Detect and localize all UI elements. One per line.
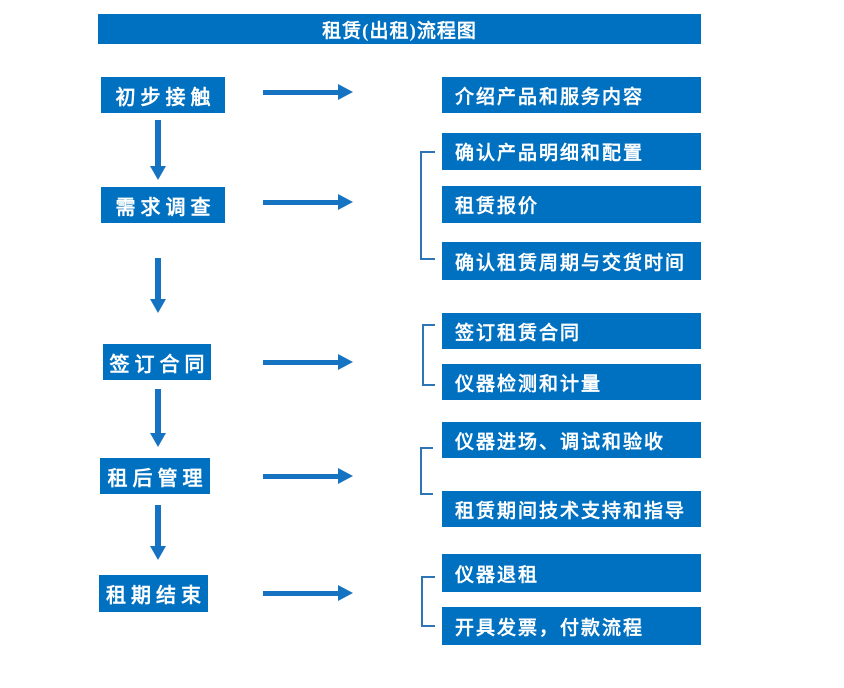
arrow-head-icon — [338, 84, 353, 100]
detail-box-technical-support: 租赁期间技术支持和指导 — [442, 491, 701, 527]
detail-box-confirm-product-details: 确认产品明细和配置 — [442, 133, 701, 170]
arrow-head-icon — [338, 354, 353, 370]
right-arrow — [263, 194, 353, 210]
detail-box-instrument-setup-acceptance: 仪器进场、调试和验收 — [442, 422, 701, 458]
arrow-shaft — [263, 89, 338, 95]
arrow-head-icon — [150, 433, 166, 447]
group-bracket — [422, 324, 435, 386]
arrow-shaft — [155, 389, 161, 433]
down-arrow — [150, 505, 166, 560]
down-arrow — [150, 389, 166, 447]
arrow-shaft — [263, 199, 338, 205]
arrow-shaft — [263, 359, 338, 365]
arrow-head-icon — [338, 468, 353, 484]
detail-box-confirm-rental-period: 确认租赁周期与交货时间 — [442, 242, 701, 280]
arrow-shaft — [155, 120, 161, 166]
arrow-shaft — [155, 258, 161, 299]
detail-box-invoice-payment: 开具发票，付款流程 — [442, 607, 701, 645]
arrow-head-icon — [338, 194, 353, 210]
right-arrow — [263, 84, 353, 100]
detail-box-instrument-testing: 仪器检测和计量 — [442, 364, 701, 400]
arrow-head-icon — [338, 585, 353, 601]
down-arrow — [150, 258, 166, 313]
detail-box-rental-quotation: 租赁报价 — [442, 186, 701, 223]
page-title: 租赁(出租)流程图 — [98, 14, 701, 44]
detail-box-instrument-return: 仪器退租 — [442, 554, 701, 592]
step-box-sign-contract: 签订合同 — [103, 344, 211, 380]
step-box-demand-survey: 需求调查 — [101, 187, 225, 223]
step-box-rental-end: 租期结束 — [99, 575, 208, 612]
right-arrow — [263, 585, 353, 601]
arrow-shaft — [155, 505, 161, 546]
down-arrow — [150, 120, 166, 180]
arrow-shaft — [263, 590, 338, 596]
arrow-shaft — [263, 473, 338, 479]
arrow-head-icon — [150, 546, 166, 560]
group-bracket — [420, 151, 435, 260]
right-arrow — [263, 354, 353, 370]
arrow-head-icon — [150, 299, 166, 313]
group-bracket — [421, 576, 435, 627]
detail-box-sign-rental-contract: 签订租赁合同 — [442, 313, 701, 349]
step-box-initial-contact: 初步接触 — [101, 77, 225, 113]
detail-box-introduce-products: 介绍产品和服务内容 — [442, 77, 701, 113]
right-arrow — [263, 468, 353, 484]
step-box-post-rental-management: 租后管理 — [100, 458, 210, 494]
group-bracket — [420, 447, 433, 495]
arrow-head-icon — [150, 166, 166, 180]
